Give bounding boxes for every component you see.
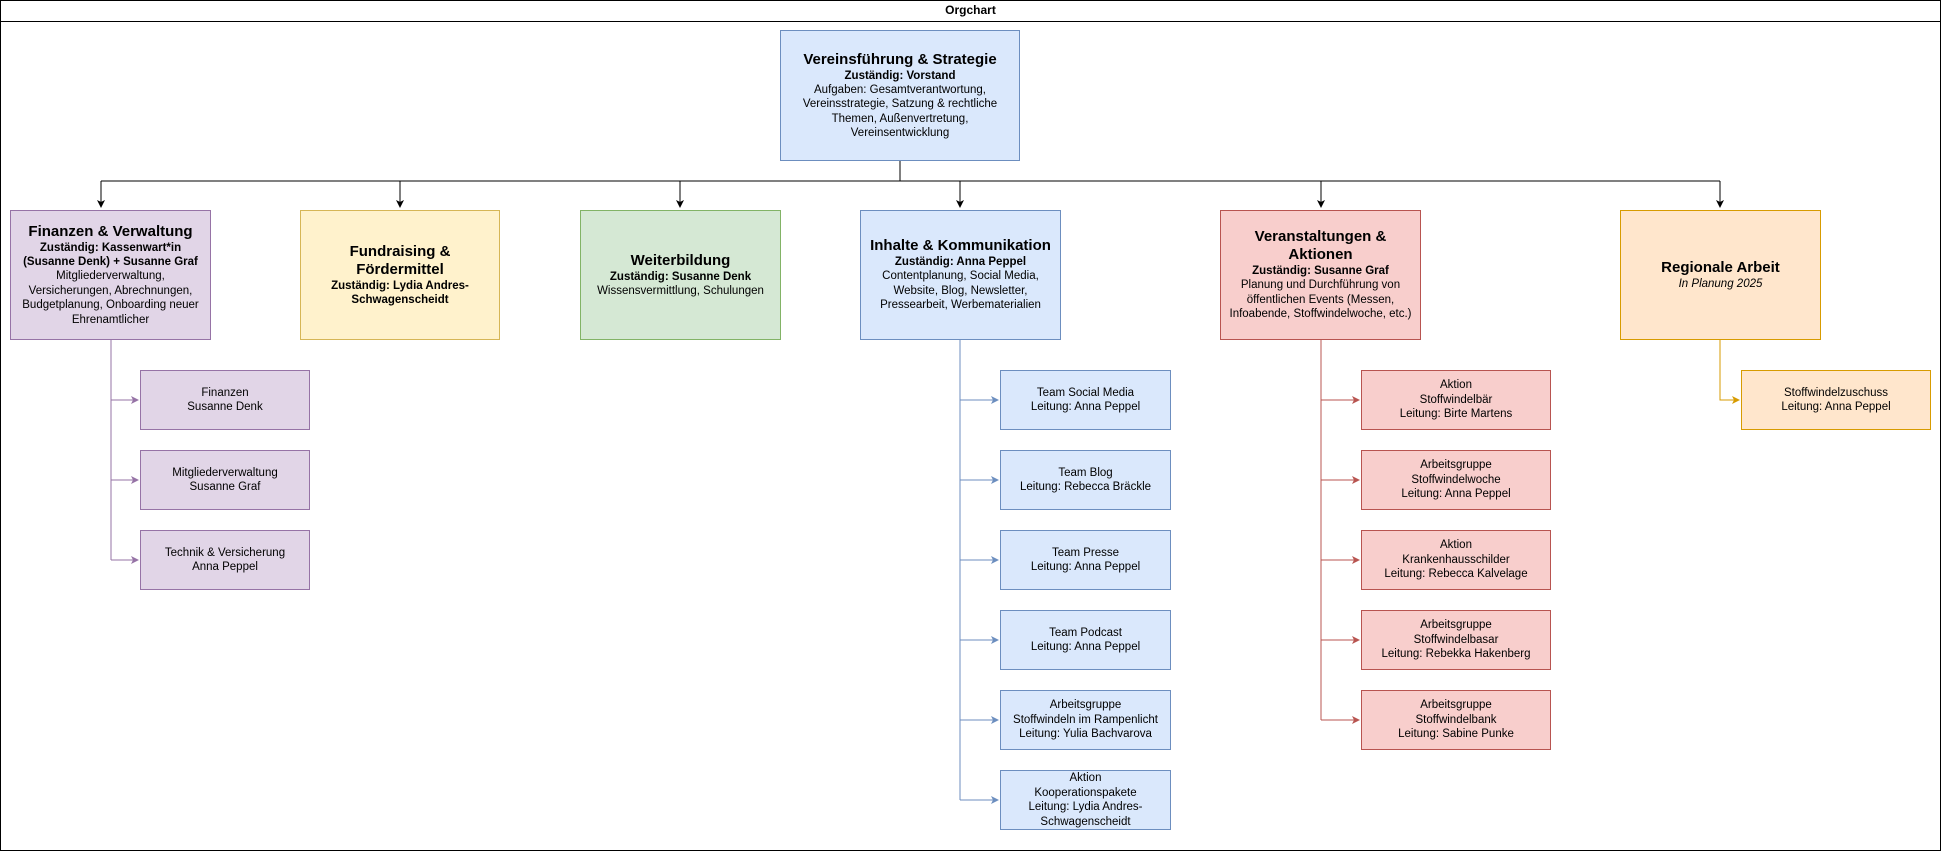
team-line: Stoffwindelbasar [1413,633,1499,646]
team-line: Stoffwindelbär [1419,393,1493,406]
team-veranstaltungen-2: Arbeitsgruppe Stoffwindelwoche Leitung: … [1361,450,1551,510]
dept-finanzen-responsible: Zuständig: Kassenwart*in (Susanne Denk) … [23,242,198,268]
team-veranstaltungen-1: Aktion Stoffwindelbär Leitung: Birte Mar… [1361,370,1551,430]
connector-regional-team-1 [1719,340,1740,404]
team-line: Leitung: Anna Peppel [1030,401,1141,413]
team-line: Susanne Denk [187,401,263,413]
dept-inhalte: Inhalte & Kommunikation Zuständig: Anna … [860,210,1061,340]
team-line: Leitung: Rebecca Bräckle [1019,481,1152,493]
dept-inhalte-description: Contentplanung, Social Media, Website, B… [880,270,1041,312]
team-line: Team Social Media [1036,386,1135,399]
team-line: Leitung: Anna Peppel [1781,401,1891,413]
team-line: Stoffwindelwoche [1411,473,1501,486]
team-inhalte-5: Arbeitsgruppe Stoffwindeln im Rampenlich… [1000,690,1171,750]
root-node: Vereinsführung & Strategie Zuständig: Vo… [780,30,1020,161]
team-line: Leitung: Rebekka Hakenberg [1381,648,1531,661]
dept-weiterbildung-description: Wissensvermittlung, Schulungen [597,284,764,297]
team-inhalte-2: Team Blog Leitung: Rebecca Bräckle [1000,450,1171,510]
team-line: Krankenhausschilder [1402,553,1510,566]
team-line: Leitung: Anna Peppel [1030,641,1141,653]
dept-finanzen-description: Mitgliederverwaltung, Versicherungen, Ab… [22,270,199,326]
team-inhalte-4: Team Podcast Leitung: Anna Peppel [1000,610,1171,670]
team-inhalte-1: Team Social Media Leitung: Anna Peppel [1000,370,1171,430]
team-line: Leitung: Birte Martens [1399,408,1513,421]
team-veranstaltungen-4: Arbeitsgruppe Stoffwindelbasar Leitung: … [1361,610,1551,670]
root-title: Vereinsführung & Strategie [803,50,997,68]
dept-regional-note: In Planung 2025 [1678,278,1763,290]
diagram-title: Orgchart [1,1,1940,22]
dept-veranstaltungen-description: Planung und Durchführung von öffentliche… [1229,279,1412,321]
team-line: Leitung: Anna Peppel [1401,488,1511,501]
team-line: Leitung: Sabine Punke [1398,728,1514,741]
dept-inhalte-responsible: Zuständig: Anna Peppel [894,256,1027,269]
team-line: Aktion [1069,772,1102,784]
team-inhalte-6: Aktion Kooperationspakete Leitung: Lydia… [1000,770,1171,830]
team-line: Susanne Graf [189,481,261,493]
team-line: Leitung: Lydia Andres-Schwagenscheidt [1028,801,1143,828]
team-line: Arbeitsgruppe [1049,699,1122,712]
dept-fundraising: Fundraising & Fördermittel Zuständig: Ly… [300,210,500,340]
team-line: Team Blog [1058,466,1113,479]
team-line: Mitgliederverwaltung [172,466,278,479]
dept-finanzen-title: Finanzen & Verwaltung [28,223,193,240]
dept-regional-title: Regionale Arbeit [1661,259,1780,276]
team-line: Arbeitsgruppe [1420,459,1492,472]
dept-weiterbildung-responsible: Zuständig: Susanne Denk [609,270,752,283]
team-line: Arbeitsgruppe [1420,619,1492,632]
dept-weiterbildung: Weiterbildung Zuständig: Susanne Denk Wi… [580,210,781,340]
root-description: Aufgaben: Gesamtverantwortung, Vereinsst… [802,83,998,140]
team-line: Arbeitsgruppe [1420,699,1492,712]
team-line: Finanzen [201,386,249,399]
regional-connectors [1719,340,1740,404]
team-line: Anna Peppel [192,561,258,573]
team-finanzen-1: Finanzen Susanne Denk [140,370,310,430]
dept-veranstaltungen-title: Veranstaltungen & Aktionen [1254,228,1387,264]
dept-veranstaltungen: Veranstaltungen & Aktionen Zuständig: Su… [1220,210,1421,340]
dept-fundraising-responsible: Zuständig: Lydia Andres-Schwagenscheidt [331,280,469,306]
dept-regional: Regionale Arbeit In Planung 2025 [1620,210,1821,340]
team-line: Kooperationspakete [1034,786,1137,799]
dept-weiterbildung-title: Weiterbildung [630,251,731,269]
team-line: Team Presse [1051,546,1120,559]
team-veranstaltungen-5: Arbeitsgruppe Stoffwindelbank Leitung: S… [1361,690,1551,750]
root-connectors [97,161,1724,208]
team-finanzen-2: Mitgliederverwaltung Susanne Graf [140,450,310,510]
team-line: Aktion [1440,379,1472,392]
team-line: Team Podcast [1049,626,1122,639]
team-line: Leitung: Anna Peppel [1030,561,1141,573]
team-line: Leitung: Rebecca Kalvelage [1384,568,1528,581]
team-line: Leitung: Yulia Bachvarova [1019,728,1152,741]
team-veranstaltungen-3: Aktion Krankenhausschilder Leitung: Rebe… [1361,530,1551,590]
team-line: Stoffwindelzuschuss [1784,386,1888,399]
team-finanzen-3: Technik & Versicherung Anna Peppel [140,530,310,590]
finanzen-connectors [110,340,139,564]
dept-fundraising-title: Fundraising & Fördermittel [349,243,451,278]
dept-veranstaltungen-responsible: Zuständig: Susanne Graf [1252,265,1389,278]
veranstaltungen-connectors [1320,340,1360,724]
team-line: Technik & Versicherung [164,546,286,559]
team-regional-1: Stoffwindelzuschuss Leitung: Anna Peppel [1741,370,1931,430]
team-line: Aktion [1440,539,1472,552]
team-line: Stoffwindelbank [1415,713,1497,726]
team-inhalte-3: Team Presse Leitung: Anna Peppel [1000,530,1171,590]
dept-inhalte-title: Inhalte & Kommunikation [870,237,1051,255]
root-responsible: Zuständig: Vorstand [844,69,956,82]
inhalte-connectors [959,340,999,804]
team-line: Stoffwindeln im Rampenlicht [1013,713,1158,726]
dept-finanzen: Finanzen & Verwaltung Zuständig: Kassenw… [10,210,211,340]
